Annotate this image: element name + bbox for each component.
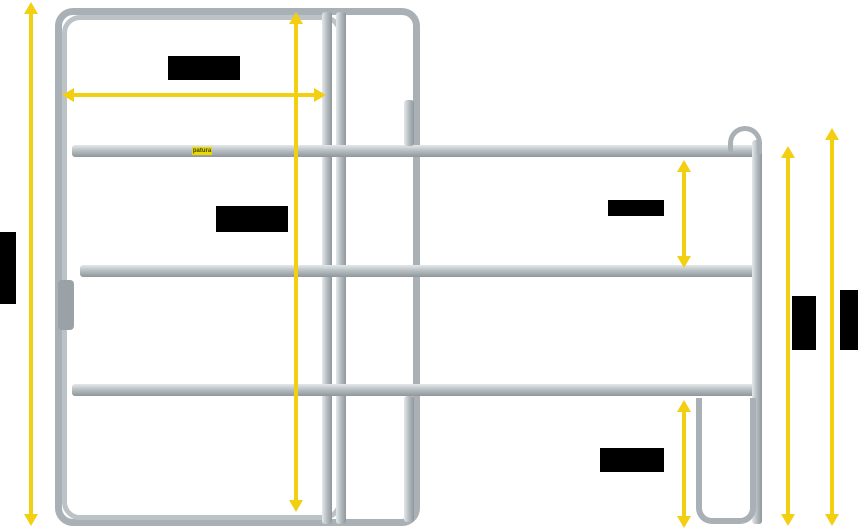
top-hook-loop xyxy=(728,126,762,154)
arrow-up-icon xyxy=(781,146,795,158)
dimension-overall-height-line xyxy=(29,10,33,518)
arrow-up-icon xyxy=(289,12,303,24)
arrow-up-icon xyxy=(677,160,691,172)
dimension-bottom-clearance-line xyxy=(682,410,686,522)
dimension-overall-height-label xyxy=(0,232,16,304)
arrow-right-icon xyxy=(314,88,326,102)
arrow-down-icon xyxy=(781,514,795,526)
dimension-bottom-clearance-label xyxy=(600,448,664,472)
rail-top xyxy=(72,145,762,157)
dimension-right-inner-label xyxy=(792,296,816,350)
dimension-panel-height-label xyxy=(216,206,288,232)
rail-bottom xyxy=(72,384,762,396)
arrow-down-icon xyxy=(289,500,303,512)
arrow-down-icon xyxy=(24,514,38,526)
dimension-rail-spacing-label xyxy=(608,200,664,216)
latch xyxy=(58,280,74,330)
arrow-left-icon xyxy=(62,88,74,102)
dimension-top-width-line xyxy=(72,93,316,97)
right-end-post xyxy=(752,140,762,524)
dimension-right-inner-line xyxy=(786,156,790,520)
arrow-up-icon xyxy=(24,2,38,14)
bottom-leg-loop xyxy=(696,398,756,524)
lower-stub xyxy=(404,396,414,522)
brand-label: patura xyxy=(192,147,212,155)
rail-middle xyxy=(80,265,762,277)
arrow-up-icon xyxy=(825,128,839,140)
dimension-panel-height-line xyxy=(294,22,298,508)
upper-stub xyxy=(404,100,414,146)
dimension-right-outer-line xyxy=(830,138,834,520)
dimension-right-outer-label xyxy=(840,290,858,350)
dimension-top-width-label xyxy=(168,56,240,80)
dimension-rail-spacing-line xyxy=(682,168,686,260)
arrow-down-icon xyxy=(825,514,839,526)
arrow-up-icon xyxy=(677,400,691,412)
arrow-down-icon xyxy=(677,516,691,528)
arrow-down-icon xyxy=(677,256,691,268)
